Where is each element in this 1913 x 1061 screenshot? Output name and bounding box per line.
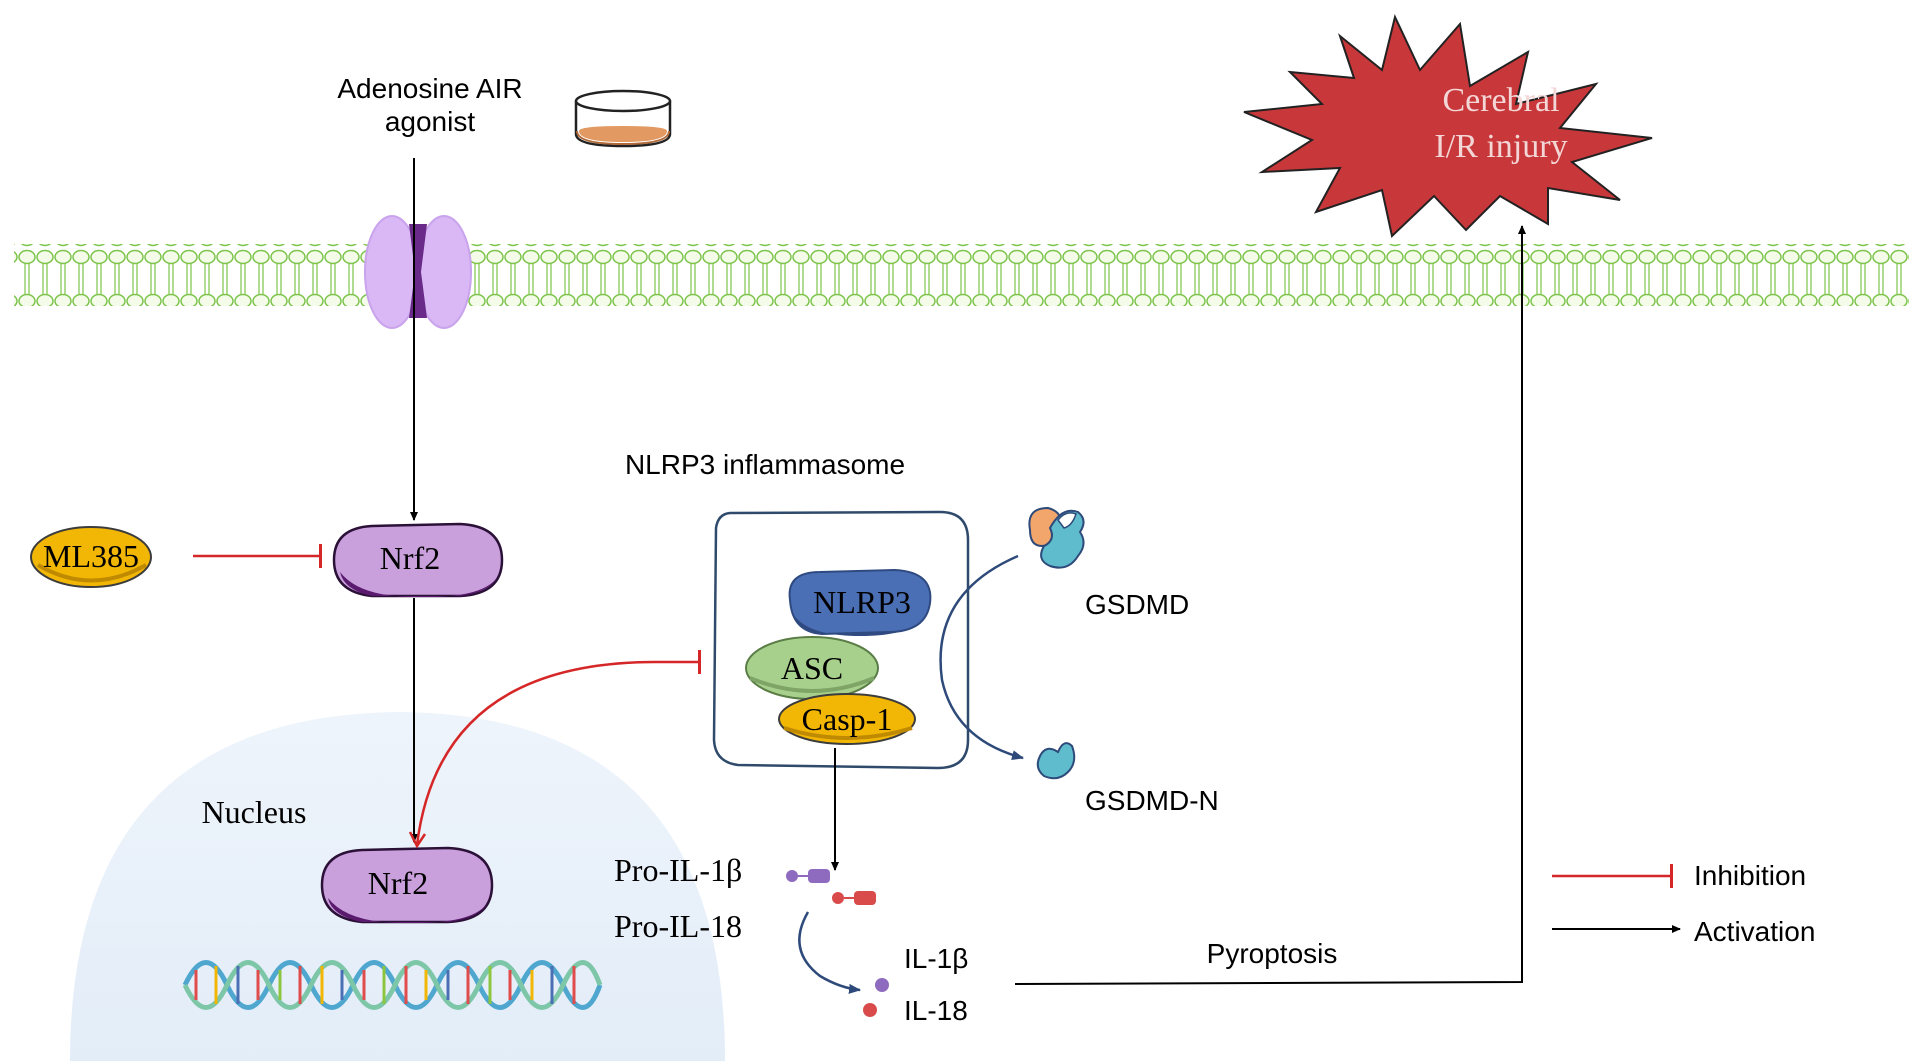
il18-label: IL-18	[904, 995, 968, 1026]
casp1-label: Casp-1	[802, 701, 893, 737]
pro-il18-icon	[832, 891, 876, 905]
asc-protein: ASC	[745, 636, 879, 700]
inflammasome-title: NLRP3 inflammasome	[625, 449, 905, 480]
maturation-arrow-il	[798, 911, 861, 994]
cleavage-arrow-gsdmd	[939, 554, 1024, 761]
ml385-label: ML385	[43, 538, 139, 574]
il1b-icon	[875, 978, 889, 992]
agonist-label-line2: agonist	[385, 106, 476, 137]
pyroptosis-label: Pyroptosis	[1207, 938, 1338, 969]
gsdmd-n-label: GSDMD-N	[1085, 785, 1219, 816]
inhibition-curve-arrowhead	[408, 831, 427, 849]
cell-membrane	[14, 244, 1909, 306]
pro-il1b-icon	[786, 869, 830, 883]
petri-dish-icon	[574, 89, 672, 148]
legend: Inhibition Activation	[1552, 860, 1815, 947]
nrf2-nuclear: Nrf2	[320, 846, 494, 924]
legend-activation-label: Activation	[1694, 916, 1815, 947]
gsdmd-n-icon	[1036, 742, 1076, 780]
activation-arrow-pyroptosis-injury	[1014, 225, 1526, 985]
pro-il18-label: Pro-IL-18	[614, 908, 742, 944]
inhibition-curve-nrf2-inflammasome	[415, 650, 701, 846]
injury-label-line2: I/R injury	[1434, 128, 1567, 165]
asc-label: ASC	[781, 650, 843, 686]
nrf2-cytoplasm: Nrf2	[332, 522, 504, 598]
ml385-inhibitor: ML385	[30, 526, 152, 588]
pro-il1b-label: Pro-IL-1β	[614, 852, 742, 888]
nrf2-nuclear-label: Nrf2	[368, 865, 428, 901]
a1r-receptor-icon	[364, 215, 472, 329]
casp1-protein: Casp-1	[778, 693, 916, 745]
nrf2-cytoplasm-label: Nrf2	[380, 540, 440, 576]
gsdmd-icon	[1028, 506, 1085, 569]
injury-label: Cerebral	[1442, 82, 1559, 119]
inflammasome-box	[712, 510, 970, 770]
gsdmd-label: GSDMD	[1085, 589, 1189, 620]
injury-starburst-icon	[1243, 14, 1653, 238]
dna-helix-icon	[182, 960, 603, 1010]
il1b-label: IL-1β	[904, 943, 968, 974]
nlrp3-label: NLRP3	[813, 584, 911, 620]
il18-icon	[863, 1003, 877, 1017]
nucleus-label: Nucleus	[202, 794, 307, 830]
agonist-label: Adenosine AIR	[337, 73, 522, 104]
legend-inhibition-label: Inhibition	[1694, 860, 1806, 891]
nlrp3-protein: NLRP3	[788, 568, 932, 636]
